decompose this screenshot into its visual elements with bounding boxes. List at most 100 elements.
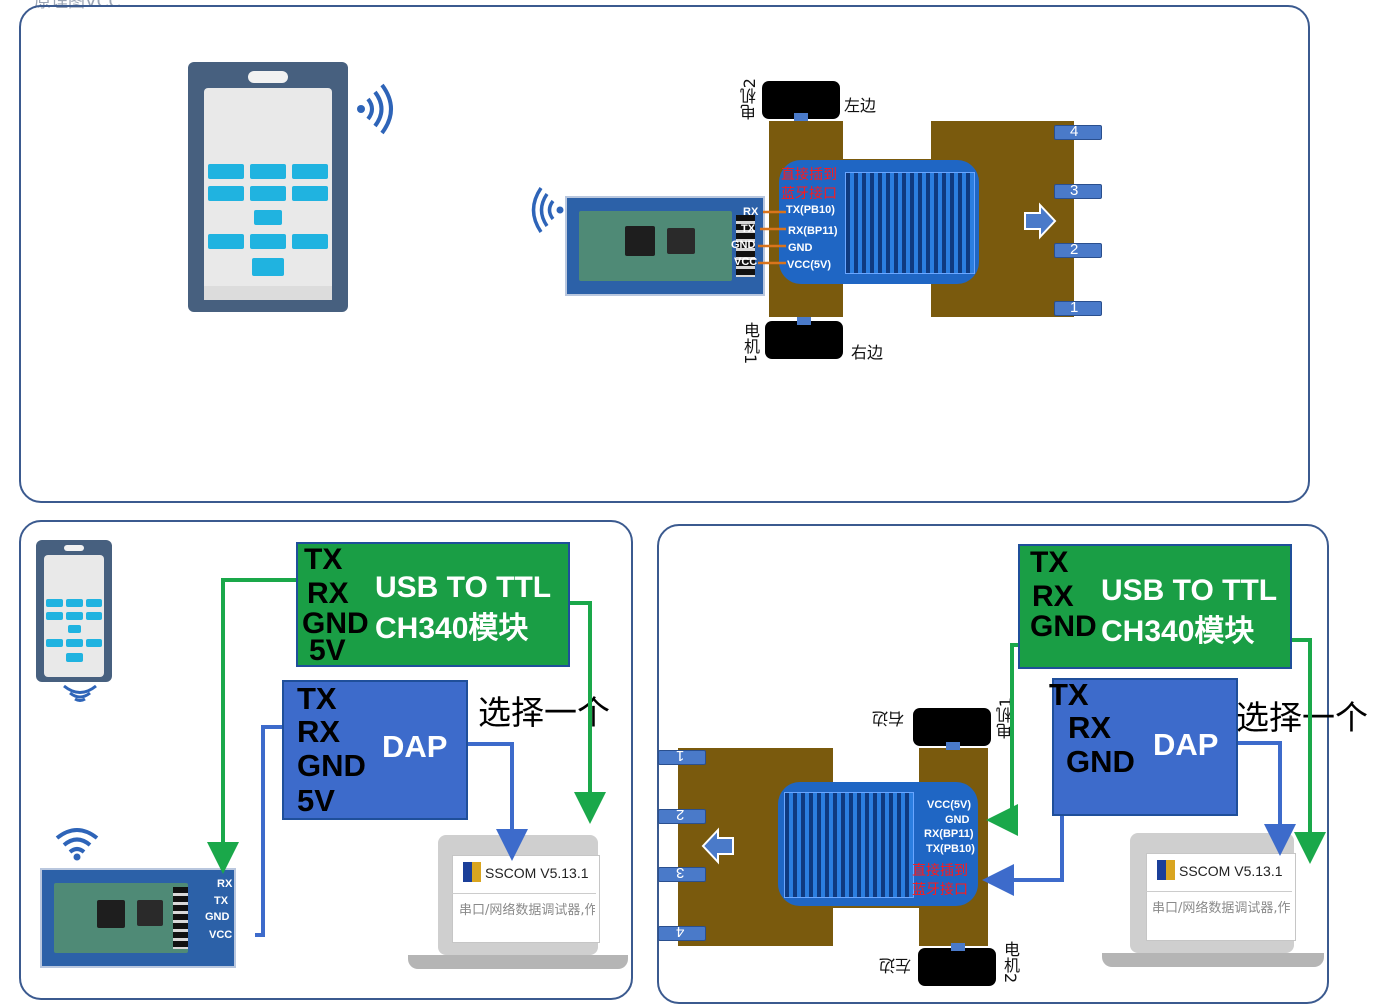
app-button xyxy=(250,234,286,249)
sensor-tab xyxy=(1054,184,1102,199)
motor-mount xyxy=(794,113,808,121)
bluetooth-note: 直接插到 蓝牙接口 xyxy=(912,862,968,900)
wire-green xyxy=(986,643,1018,836)
usb-ttl-pin: TX xyxy=(304,543,343,576)
dap-pin: TX xyxy=(297,681,337,716)
sensor-tab xyxy=(1054,125,1102,140)
bluetooth-note-line: 直接插到 xyxy=(912,863,968,879)
app-button xyxy=(86,639,102,647)
app-button xyxy=(250,164,286,179)
module-pin-label: VCC xyxy=(734,256,758,268)
app-button xyxy=(208,234,244,249)
usb-ttl-pin: GND xyxy=(302,607,369,640)
board-pin-label: RX(BP11) xyxy=(788,225,838,237)
module-pin-label: GND xyxy=(731,239,756,251)
sensor-tab xyxy=(658,867,706,882)
bottom-left-panel xyxy=(19,520,633,1000)
control-board xyxy=(778,782,978,906)
wire-green xyxy=(570,601,606,824)
board-pin-label: TX(PB10) xyxy=(926,843,975,855)
dap-pin: TX xyxy=(1049,677,1089,712)
phone-speaker xyxy=(64,545,84,551)
sscom-divider xyxy=(1146,891,1292,892)
wire-blue xyxy=(255,725,282,937)
app-button xyxy=(66,599,83,607)
usb-ttl-title: USB TO TTL xyxy=(375,571,552,604)
app-button xyxy=(68,625,81,633)
module-wires xyxy=(758,210,786,265)
dap-module xyxy=(282,680,468,820)
module-chip xyxy=(137,900,163,926)
phone-speaker xyxy=(248,71,288,83)
sscom-title: SSCOM V5.13.1 xyxy=(1179,863,1283,879)
usb-ttl-pin: RX xyxy=(307,577,349,610)
phone-nav-bar xyxy=(204,286,332,300)
module-chip xyxy=(625,226,655,256)
bluetooth-note-line: 蓝牙接口 xyxy=(781,186,837,202)
app-button xyxy=(86,599,102,607)
app-button xyxy=(292,234,328,249)
motor-mount xyxy=(797,317,811,325)
signal-waves-icon xyxy=(531,187,564,233)
module-pcb xyxy=(578,211,732,281)
usb-ttl-pin: RX xyxy=(1032,580,1074,613)
wifi-icon xyxy=(55,828,99,861)
board-pin-label: GND xyxy=(945,814,970,826)
signal-waves-icon xyxy=(63,684,97,702)
dap-pin: 5V xyxy=(297,783,335,818)
phone-screen xyxy=(204,88,332,300)
phone-device xyxy=(188,62,348,312)
sensor-number: 4 xyxy=(1070,123,1079,140)
sensor-tab xyxy=(1054,301,1102,316)
board-pin-label: VCC(5V) xyxy=(787,259,832,271)
motor-left xyxy=(918,948,996,986)
motor-left xyxy=(762,81,840,119)
sensor-number: 3 xyxy=(1070,182,1079,199)
dap-title: DAP xyxy=(382,729,448,764)
left-side-label: 左边 xyxy=(844,96,877,115)
dap-pin: RX xyxy=(297,714,341,749)
module-pin-label: GND xyxy=(205,911,230,923)
sscom-logo-icon xyxy=(463,862,481,882)
dap-module xyxy=(1052,678,1238,816)
dap-pin: RX xyxy=(1068,710,1112,745)
module-chip xyxy=(667,228,695,254)
laptop-base xyxy=(1102,953,1324,967)
module-pin-label: RX xyxy=(217,878,233,890)
usb-ttl-pin: GND xyxy=(1030,610,1097,643)
app-button xyxy=(250,186,286,201)
direction-arrow-icon xyxy=(1024,202,1057,240)
app-button xyxy=(292,164,328,179)
sensor-tab xyxy=(658,809,706,824)
chassis-notch xyxy=(833,746,919,782)
wire-blue xyxy=(1238,741,1296,856)
app-button xyxy=(252,258,284,276)
board-components xyxy=(845,172,975,274)
motor-right xyxy=(765,321,843,359)
chassis-notch xyxy=(833,908,919,948)
sscom-subtitle: 串口/网络数据调试器,作 xyxy=(459,903,595,918)
app-button xyxy=(208,164,244,179)
usb-ttl-module xyxy=(296,542,570,667)
laptop xyxy=(1102,833,1324,973)
usb-ttl-pin: TX xyxy=(1030,546,1069,579)
app-button xyxy=(254,210,282,225)
motor-1-label: 电机1 xyxy=(741,322,760,365)
bluetooth-note: 直接插到 蓝牙接口 xyxy=(781,166,837,204)
usb-ttl-chip: CH340模块 xyxy=(1101,615,1255,648)
module-pin-label: TX xyxy=(741,223,756,235)
module-pin-header xyxy=(172,887,188,949)
bluetooth-note-line: 蓝牙接口 xyxy=(912,882,968,898)
dap-pin: GND xyxy=(1066,744,1135,779)
app-button xyxy=(66,639,83,647)
usb-ttl-chip: CH340模块 xyxy=(375,612,529,645)
sscom-title: SSCOM V5.13.1 xyxy=(485,865,589,881)
control-board xyxy=(779,160,979,284)
app-button xyxy=(66,653,83,662)
usb-ttl-module xyxy=(1018,544,1292,669)
dap-title: DAP xyxy=(1153,727,1219,762)
module-pin-label: VCC xyxy=(209,929,233,941)
motor-mount xyxy=(951,943,965,951)
wire-blue xyxy=(468,742,528,861)
